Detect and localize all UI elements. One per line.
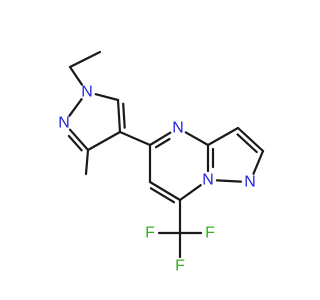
atom-f-f-right: F: [205, 225, 215, 242]
double-bond-inner-line: [122, 102, 126, 129]
atom-label: F: [145, 225, 155, 242]
atom-label: N: [81, 84, 93, 101]
double-bond: [148, 180, 182, 202]
atom-n-n-pyrazole2: N: [58, 115, 70, 132]
atom-label: N: [58, 115, 70, 132]
single-bond: [86, 130, 122, 152]
atom-f-f-bottom: F: [175, 258, 185, 275]
atom-f-f-left: F: [145, 225, 155, 242]
atom-n-n-ethyl: N: [81, 84, 93, 101]
bonds-layer: [67, 50, 265, 259]
double-bond: [116, 98, 122, 134]
atom-label: F: [205, 225, 215, 242]
atom-n-n1: N: [244, 174, 256, 191]
double-bond-inner-line: [149, 187, 176, 204]
double-bond-inner-line: [67, 134, 83, 152]
single-bond: [68, 50, 102, 69]
single-bond: [252, 149, 265, 175]
single-bond: [215, 179, 243, 183]
single-bond: [118, 130, 152, 147]
atom-label: N: [202, 172, 214, 189]
single-bond: [178, 184, 202, 202]
single-bond: [94, 93, 120, 102]
double-bond: [68, 128, 90, 152]
atom-label: N: [172, 120, 184, 137]
single-bond: [84, 148, 90, 176]
double-bond-inner-line: [236, 133, 258, 154]
single-bond: [206, 126, 240, 147]
single-bond: [68, 98, 83, 117]
atom-n-n4: N: [172, 120, 184, 137]
double-bond: [236, 126, 265, 153]
single-bond: [68, 65, 84, 86]
double-bond-inner-line: [154, 137, 171, 149]
double-bond: [148, 131, 172, 147]
atom-label: F: [175, 258, 185, 275]
atom-n-n-bridge: N: [202, 172, 214, 189]
atom-label: N: [244, 174, 256, 191]
single-bond: [184, 131, 210, 147]
